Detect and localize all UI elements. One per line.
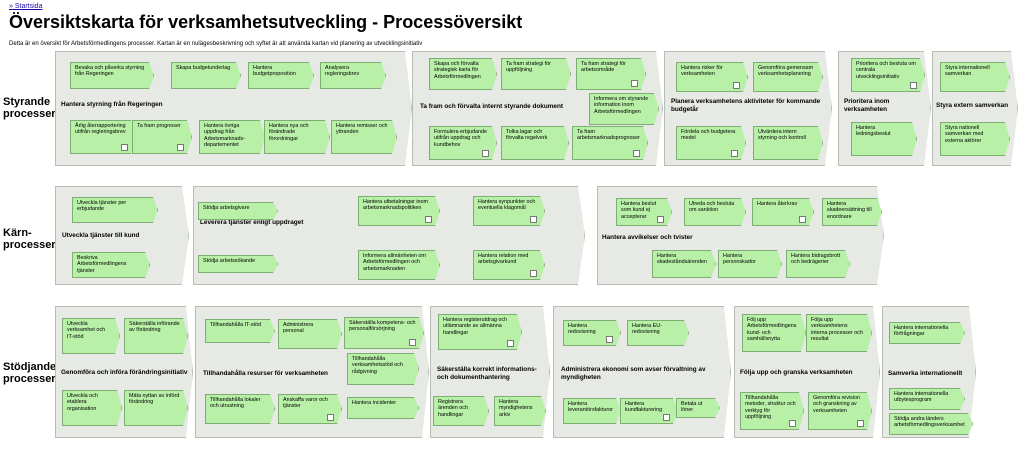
- process-box[interactable]: Hantera internationella förfrågningar: [889, 322, 965, 344]
- process-box[interactable]: Hantera kundfakturering: [620, 398, 678, 424]
- process-box[interactable]: Formulera erbjudande utifrån uppdrag och…: [429, 126, 497, 160]
- page-title: Översiktskarta för verksamhetsutveckling…: [9, 12, 523, 32]
- process-box[interactable]: Säkerställa införande av förändring: [124, 318, 188, 354]
- process-box[interactable]: Anskaffa varor och tjänster: [278, 394, 342, 424]
- process-box[interactable]: Hantera EU-redovisning: [627, 320, 689, 346]
- group-label: Genomföra och införa förändringsinitiati…: [61, 369, 188, 376]
- group-label: Följa upp och granska verksamheten: [740, 369, 853, 376]
- process-box[interactable]: Utreda och besluta om sanktion: [684, 198, 746, 226]
- process-box[interactable]: Ta fram strategi för uppföljning: [501, 58, 571, 90]
- process-box[interactable]: Tolka lagar och förvalta regelverk: [501, 126, 569, 160]
- process-box[interactable]: Utveckla tjänster per erbjudande: [72, 197, 158, 223]
- process-box[interactable]: Följa upp verksamhetens interna processe…: [806, 314, 872, 352]
- process-box[interactable]: Hantera redovisning: [563, 320, 621, 346]
- process-box[interactable]: Skapa och förvalta strategisk karta för …: [429, 58, 497, 90]
- process-box[interactable]: Ta fram arbetsmarknadsprognoser: [572, 126, 648, 160]
- process-box[interactable]: Hantera relation med arbetsgivarkund: [473, 250, 545, 280]
- group-label: Administrera ekonomi som avser förvaltni…: [561, 366, 706, 381]
- process-box[interactable]: Mäta nyttan av införd förändring: [124, 390, 188, 426]
- group-label: Styra extern samverkan: [936, 102, 1009, 109]
- process-box[interactable]: Genomföra gemensam verksamhetsplanering: [753, 62, 823, 92]
- process-box[interactable]: Analysera regleringsbrev: [320, 62, 386, 89]
- process-box[interactable]: Hantera budgetproposition: [248, 62, 314, 89]
- process-box[interactable]: Informera allmänheten om Arbetsförmedlin…: [358, 250, 440, 280]
- group-label: Prioritera inom verksamheten: [844, 98, 890, 113]
- process-box[interactable]: Säkerställa kompetens- och personalförsö…: [344, 317, 424, 349]
- process-box[interactable]: Hantera remisser och yttranden: [331, 120, 397, 154]
- process-box[interactable]: Utveckla verksamhet och IT-stöd: [62, 318, 120, 354]
- process-box[interactable]: Administrera personal: [278, 319, 342, 349]
- process-box[interactable]: Registrera ärenden och handlingar: [433, 396, 489, 426]
- group-label: Leverera tjänster enligt uppdraget: [200, 219, 304, 226]
- group-label: Samverka internationellt: [888, 370, 963, 377]
- process-box[interactable]: Utvärdera intern styrning och kontroll: [753, 126, 823, 160]
- process-box[interactable]: Hantera incidenter: [347, 397, 419, 419]
- process-box[interactable]: Ta fram strategi för arbetsområde: [576, 58, 646, 90]
- process-box[interactable]: Beskriva Arbetsförmedlingens tjänster: [72, 252, 150, 278]
- process-box[interactable]: Informera om styrande information inom A…: [589, 93, 659, 125]
- process-box[interactable]: Hantera registerutdrag och utlämnande av…: [438, 314, 522, 350]
- lane-label-stodjande: Stödjande processer: [3, 361, 57, 385]
- process-box[interactable]: Betala ut löner: [676, 398, 720, 418]
- group-label: Planera verksamhetens aktiviteter för ko…: [671, 98, 821, 113]
- process-box[interactable]: Utveckla och etablera organisation: [62, 390, 122, 426]
- process-box[interactable]: Tillhandahålla IT-stöd: [205, 319, 275, 343]
- process-box[interactable]: Hantera risker för verksamheten: [676, 62, 748, 92]
- process-box[interactable]: Hantera övriga uppdrag från Arbetsmarkna…: [199, 120, 265, 154]
- process-box[interactable]: Skapa budgetunderlag: [171, 62, 241, 89]
- lane-label-karn: Kärn- processer: [3, 227, 56, 251]
- process-box[interactable]: Tillhandahålla lokaler och utrustning: [205, 394, 275, 424]
- group-label: Hantera styrning från Regeringen: [61, 101, 163, 108]
- process-box[interactable]: Hantera internationella utbytesprogram: [889, 388, 965, 410]
- process-box[interactable]: Bevaka och påverka styrning från Regerin…: [70, 62, 154, 89]
- lane-label-styrande: Styrande processer: [3, 96, 56, 120]
- breadcrumb-home-link[interactable]: » Startsida: [9, 3, 43, 10]
- page-intro: Detta är en översikt för Arbetsförmedlin…: [9, 41, 423, 47]
- process-box[interactable]: Styra internationell samverkan: [940, 62, 1010, 92]
- process-box[interactable]: Stödja andra länders arbetsförmedlingsve…: [889, 413, 973, 435]
- process-box[interactable]: Årlig återrapportering utifrån reglering…: [70, 120, 136, 154]
- group-label: Utveckla tjänster till kund: [62, 232, 140, 239]
- process-box[interactable]: Fördela och budgetera medel: [676, 126, 746, 160]
- process-box[interactable]: Ta fram prognoser: [132, 120, 192, 154]
- group-label: Tillhandahålla resurser för verksamheten: [203, 370, 328, 377]
- process-box[interactable]: Hantera beslut som kund ej accepterar: [616, 198, 672, 226]
- process-box[interactable]: Hantera leverantörsfakturor: [563, 398, 621, 424]
- process-box[interactable]: Stödja arbetsgivare: [198, 202, 278, 220]
- group-label: Ta fram och förvalta internt styrande do…: [420, 103, 563, 110]
- group-label: Hantera avvikelser och tvister: [602, 234, 693, 241]
- process-box[interactable]: Hantera personskador: [718, 250, 782, 278]
- process-box[interactable]: Prioritera och besluta om centrala utvec…: [851, 58, 925, 92]
- process-box[interactable]: Hantera återkrav: [752, 198, 814, 226]
- process-box[interactable]: Följ upp Arbetsförmedlingens kund- och s…: [742, 314, 806, 352]
- process-box[interactable]: Hantera utbetalningar inom arbetsmarknad…: [358, 196, 440, 226]
- group-label: Säkerställa korrekt informations- och do…: [437, 366, 537, 381]
- process-box[interactable]: Styra nationell samverkan med externa ak…: [940, 122, 1010, 156]
- process-box[interactable]: Tillhandahålla metoder, struktur och ver…: [740, 392, 804, 430]
- process-box[interactable]: Hantera myndighetens arkiv: [494, 396, 546, 426]
- process-box[interactable]: Genomföra revision och granskning av ver…: [808, 392, 872, 430]
- process-box[interactable]: Hantera skadeersättning till enordnare: [822, 198, 882, 226]
- process-box[interactable]: Hantera ledningsbeslut: [851, 122, 917, 156]
- process-box[interactable]: Hantera nya och förändrade förordningar: [264, 120, 330, 154]
- process-box[interactable]: Hantera synpunkter och eventuella klagom…: [473, 196, 545, 226]
- process-box[interactable]: Tillhandahålla verksamhetsstöd och rådgi…: [347, 353, 419, 385]
- process-box[interactable]: Stödja arbetssökande: [198, 255, 278, 273]
- process-box[interactable]: Hantera bidragsbrott och bedrägerier: [786, 250, 850, 278]
- process-box[interactable]: Hantera skadeståndsärenden: [652, 250, 716, 278]
